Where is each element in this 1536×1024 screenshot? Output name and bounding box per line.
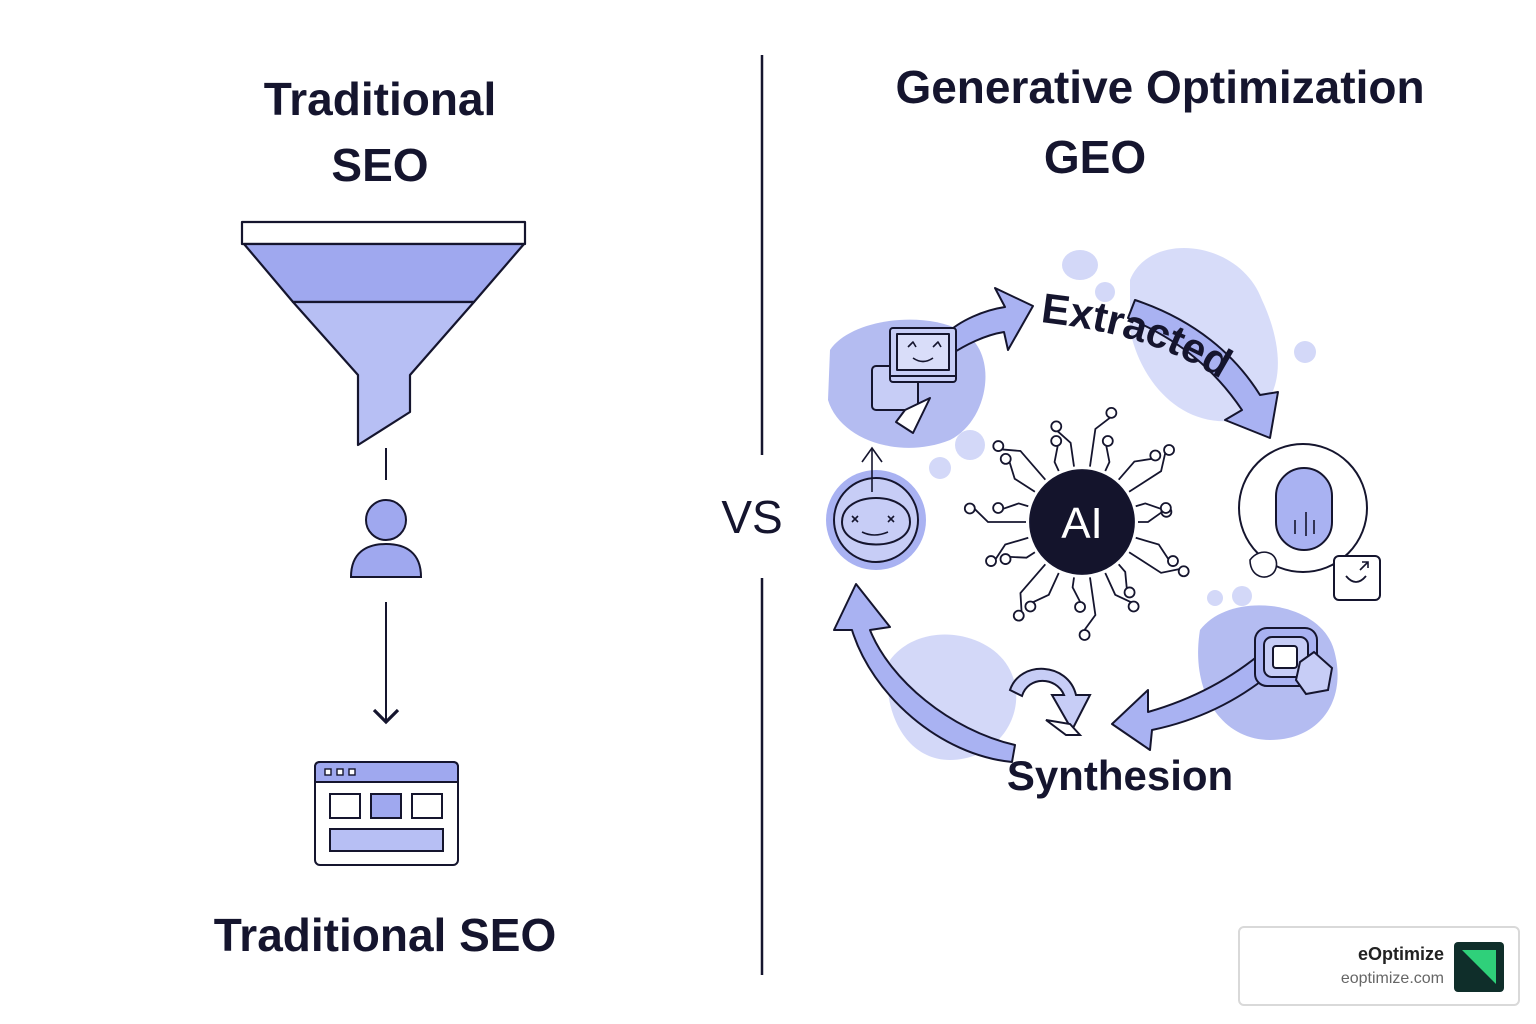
circuit-trace	[1104, 445, 1111, 472]
nested-squares-icon	[1254, 627, 1334, 696]
robot-face-icon	[826, 446, 926, 570]
circuit-trace	[1117, 457, 1152, 481]
circuit-node	[992, 440, 1005, 452]
circuit-trace	[974, 508, 1026, 523]
circuit-node	[1127, 600, 1140, 613]
circuit-trace	[1071, 577, 1081, 603]
circuit-node	[1101, 435, 1114, 447]
circuit-trace	[1128, 452, 1167, 493]
brand-logo-icon	[1454, 942, 1504, 992]
circuit-trace	[1089, 416, 1111, 467]
circuit-node	[985, 555, 997, 567]
circuit-trace	[1083, 577, 1097, 631]
vs-label: VS	[721, 491, 783, 543]
left-footer-label: Traditional SEO	[213, 909, 557, 961]
circuit-node	[1074, 601, 1086, 613]
circuit-trace	[1117, 563, 1128, 589]
circuit-node	[1159, 502, 1172, 514]
circuit-node	[1024, 600, 1037, 613]
circuit-trace	[1009, 551, 1036, 559]
right-title-line1: Generative Optimization	[895, 61, 1425, 113]
circuit-trace	[1138, 511, 1162, 523]
circuit-trace	[1032, 572, 1060, 604]
arrow-to-synthesion	[1111, 649, 1276, 751]
circuit-trace	[1002, 502, 1029, 510]
left-title-line2: SEO	[331, 139, 429, 191]
circuit-node	[992, 502, 1005, 514]
circuit-trace	[1104, 572, 1132, 604]
circuit-trace	[1135, 502, 1162, 510]
circuit-node	[1105, 406, 1118, 419]
ai-hub	[1029, 469, 1135, 575]
browser-window-icon	[314, 761, 459, 866]
circuit-trace	[1001, 448, 1047, 481]
brand-card[interactable]: eOptimize eoptimize.com	[1238, 926, 1520, 1006]
circuit-node	[963, 502, 976, 515]
circuit-trace	[1128, 551, 1180, 574]
ai-hub-label: AI	[1061, 499, 1103, 548]
circuit-node	[1163, 444, 1175, 456]
ai-chip-icon: AI	[963, 406, 1190, 641]
circuit-node	[1078, 629, 1091, 641]
refresh-icon	[1008, 667, 1092, 736]
chat-window-icon	[871, 327, 957, 434]
funnel-icon	[240, 220, 527, 447]
circuit-node	[1050, 420, 1063, 433]
user-icon	[349, 499, 423, 578]
arc-bottom-label: Synthesion	[1006, 752, 1234, 799]
circuit-trace	[1019, 563, 1047, 612]
cycle-arrows	[833, 287, 1279, 763]
arrow-extracted-to-profile	[1127, 299, 1279, 439]
circuit-node	[1050, 435, 1063, 447]
left-title-line1: Traditional	[263, 73, 497, 125]
arrow-synthesion-to-robot	[833, 583, 1016, 763]
circuit-node	[999, 452, 1012, 465]
brand-url[interactable]: eoptimize.com	[1340, 970, 1444, 987]
circuit-node	[1149, 449, 1162, 462]
circuit-node	[999, 553, 1012, 565]
profile-icon	[1238, 443, 1381, 601]
circuit-trace	[1135, 536, 1170, 560]
circuit-node	[1012, 609, 1025, 622]
circuit-node	[1167, 555, 1179, 567]
circuit-trace	[994, 536, 1029, 560]
circuit-node	[1123, 586, 1136, 599]
circuit-trace	[1056, 430, 1075, 467]
brand-name: eOptimize	[1357, 944, 1444, 964]
circuit-trace	[1008, 461, 1036, 493]
circuit-trace	[1053, 445, 1060, 472]
right-title-line2: GEO	[1043, 131, 1147, 183]
arrow-to-extracted	[944, 287, 1034, 356]
circuit-node	[1177, 565, 1190, 578]
